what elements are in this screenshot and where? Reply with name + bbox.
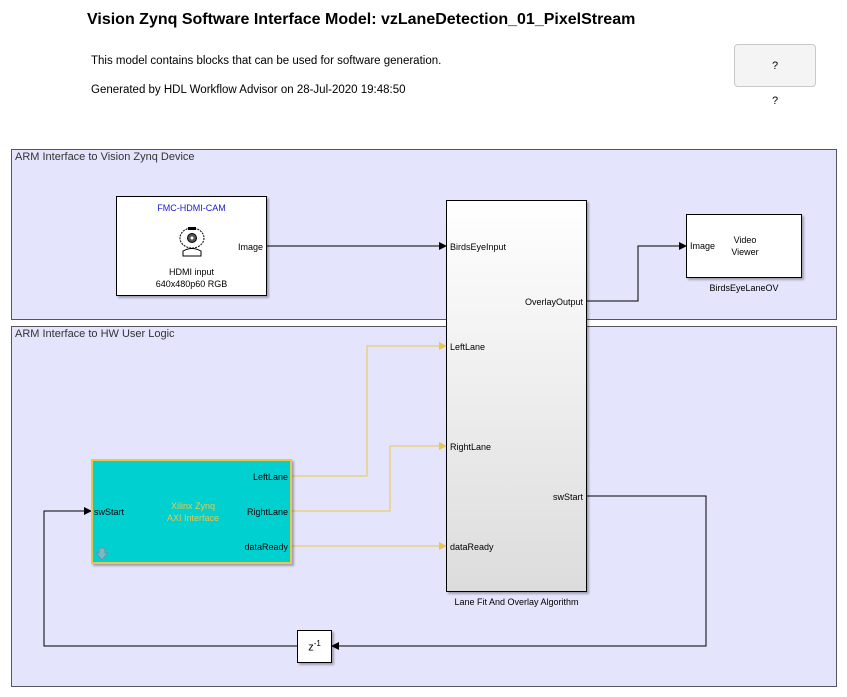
delay-label: z-1 xyxy=(308,639,321,654)
area-label: ARM Interface to Vision Zynq Device xyxy=(15,151,195,163)
port-birdseyeinput: BirdsEyeInput xyxy=(450,242,507,252)
help-button[interactable]: ? xyxy=(734,44,816,87)
algorithm-block-name: Lane Fit And Overlay Algorithm xyxy=(454,597,579,607)
generated-info: Generated by HDL Workflow Advisor on 28-… xyxy=(91,84,406,96)
help-button-label: ? xyxy=(771,59,779,72)
fmc-hdmi-cam-block[interactable]: FMC-HDMI-CAM HDMI input 640x480p60 RGB I… xyxy=(116,196,267,296)
model-description: This model contains blocks that can be u… xyxy=(91,55,442,67)
port-rightlane-in: RightLane xyxy=(450,442,492,452)
camera-block-title: FMC-HDMI-CAM xyxy=(157,203,226,213)
axi-line2: AXI Interface xyxy=(166,513,220,523)
viewer-line2: Viewer xyxy=(731,247,759,257)
unit-delay-block[interactable]: z-1 xyxy=(297,630,332,663)
area-label: ARM Interface to HW User Logic xyxy=(15,328,175,340)
video-viewer-block[interactable]: Image Video Viewer xyxy=(686,214,802,278)
port-swstart-out: swStart xyxy=(552,492,583,502)
port-swstart-in: swStart xyxy=(94,507,125,517)
webcam-icon xyxy=(179,227,205,257)
down-arrow-icon[interactable] xyxy=(95,547,109,561)
port-image-out: Image xyxy=(237,242,263,252)
viewer-block-name: BirdsEyeLaneOV xyxy=(709,283,779,293)
camera-line2: 640x480p60 RGB xyxy=(155,279,228,289)
port-leftlane-out: LeftLane xyxy=(252,472,288,482)
camera-line1: HDMI input xyxy=(168,267,214,277)
xilinx-zynq-axi-interface-block[interactable]: Xilinx Zynq AXI Interface swStart LeftLa… xyxy=(91,459,292,564)
port-image-in: Image xyxy=(690,241,716,251)
port-dataready-in: dataReady xyxy=(450,542,494,552)
page-title: Vision Zynq Software Interface Model: vz… xyxy=(87,11,636,28)
port-rightlane-out: RightLane xyxy=(246,507,288,517)
port-dataready-out: dataReady xyxy=(244,542,288,552)
viewer-line1: Video xyxy=(733,235,757,245)
axi-line1: Xilinx Zynq xyxy=(170,501,215,511)
port-overlayoutput: OverlayOutput xyxy=(524,297,583,307)
help-label: ? xyxy=(771,95,779,107)
lane-fit-overlay-block[interactable]: BirdsEyeInput LeftLane RightLane dataRea… xyxy=(446,200,587,592)
port-leftlane-in: LeftLane xyxy=(450,342,486,352)
